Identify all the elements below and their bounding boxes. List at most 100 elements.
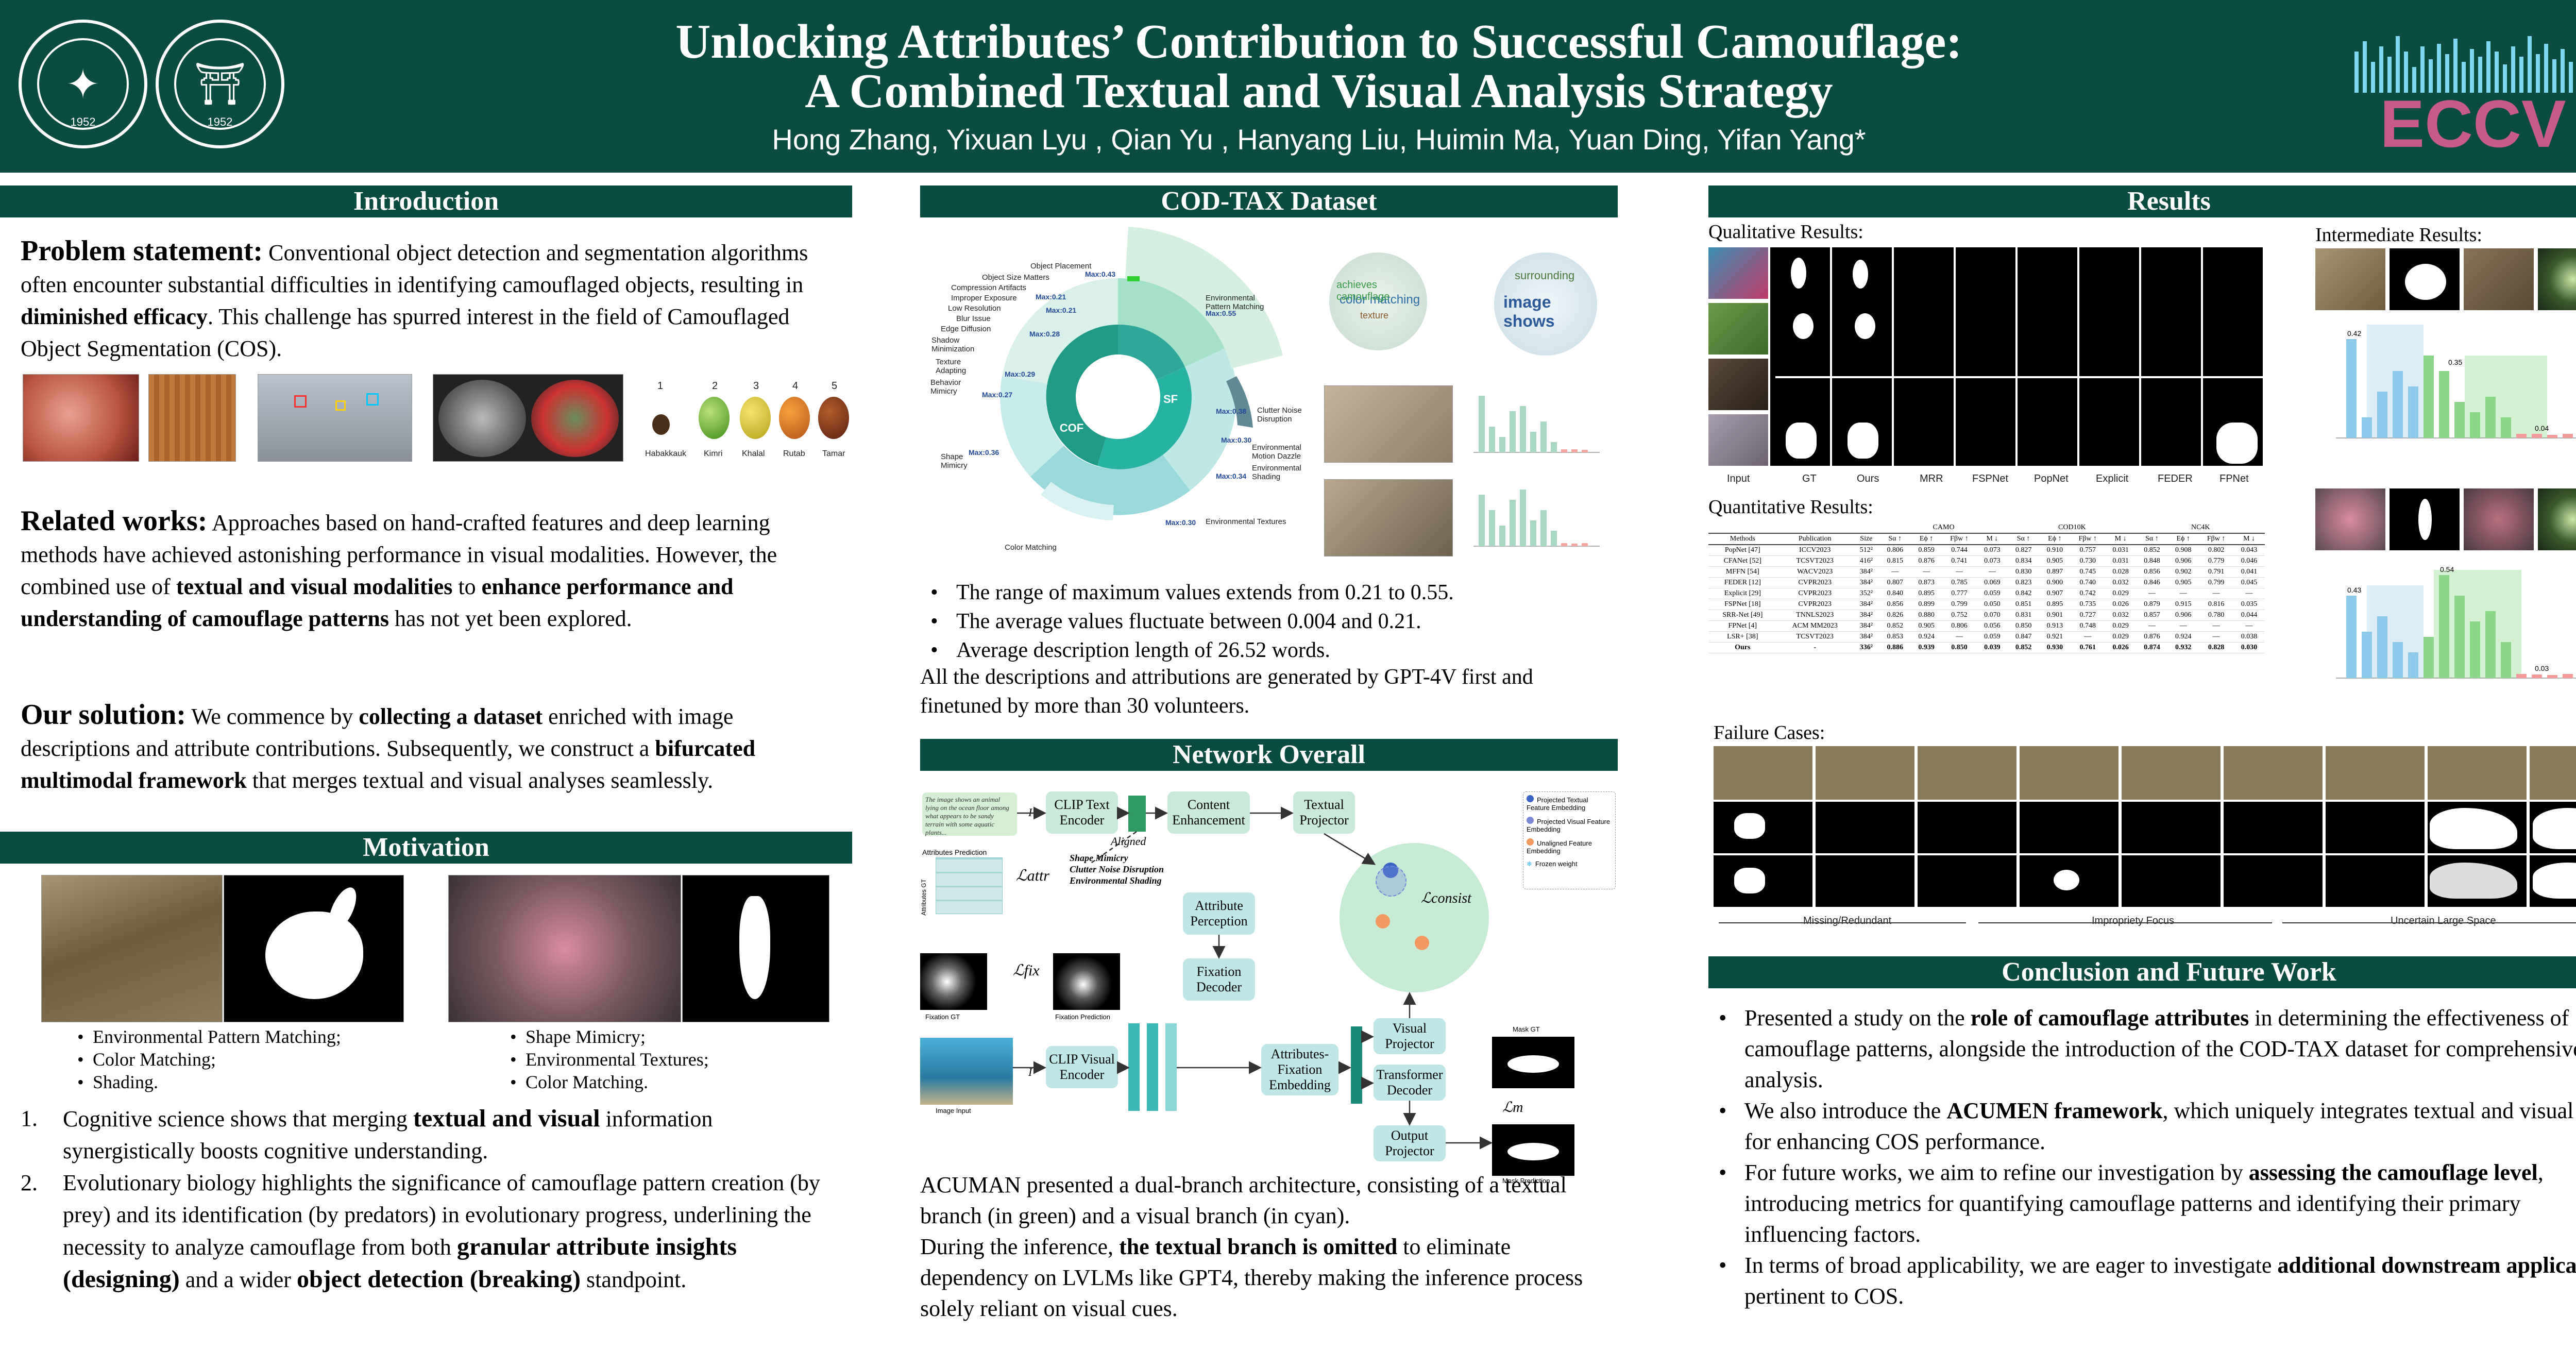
input-symbol: I (1028, 806, 1032, 819)
seahorse-photo (448, 875, 681, 1022)
table-cell: 0.029 (2105, 588, 2137, 599)
sunburst-max-value: Max:0.30 (1165, 518, 1196, 527)
fruit-label: Rutab (783, 449, 805, 458)
sunburst-attr-label: Environmental Pattern Matching (1206, 294, 1264, 311)
sunburst-label-sf: SF (1163, 393, 1178, 406)
table-cell: 0.032 (2105, 610, 2137, 621)
table-cell: WACV2023 (1776, 566, 1853, 578)
conclusion-item-3: For future works, we aim to refine our i… (1708, 1157, 2576, 1250)
intermediate-chart-2: 0.43 0.54 0.03 (2336, 565, 2576, 679)
conclusion-heading: Conclusion and Future Work (1708, 956, 2576, 988)
table-cell: 0.876 (1910, 555, 1942, 567)
seahorse-mask (682, 875, 829, 1022)
table-cell: 0.785 (1942, 577, 1977, 588)
table-cell: 0.069 (1976, 577, 2008, 588)
table-cell: — (2136, 620, 2168, 632)
table-cell: 0.748 (2070, 620, 2105, 632)
table-cell: 0.847 (2008, 631, 2039, 643)
table-cell: 0.853 (1879, 631, 1911, 643)
rabbit-photo (41, 875, 223, 1022)
table-cell: FEDER [12] (1708, 577, 1777, 588)
qual-col-label: GT (1802, 473, 1817, 484)
table-cell: 336² (1853, 642, 1879, 653)
sunburst-attr-label: Color Matching (1005, 543, 1057, 552)
table-cell: — (1976, 566, 2008, 578)
table-cell: — (1942, 631, 1977, 643)
table-cell: 0.901 (2039, 610, 2071, 621)
poster-title-line2: A Combined Textual and Visual Analysis S… (805, 64, 1833, 118)
table-header-cell: Publication (1776, 533, 1853, 545)
table-cell: 0.830 (2008, 566, 2039, 578)
motivation-point-2: 2.Evolutionary biology highlights the si… (21, 1170, 820, 1293)
sunburst-attr-label: Texture Adapting (936, 358, 967, 375)
qual-col-label: Input (1727, 473, 1750, 484)
sunburst-max-value: Max:0.43 (1085, 270, 1116, 278)
table-cell: 0.056 (1976, 620, 2008, 632)
table-cell: 0.852 (1879, 620, 1911, 632)
attributes-prediction-label: Attributes Prediction (922, 848, 987, 856)
content-enhancement: Content Enhancement (1167, 791, 1250, 834)
tripod-vessel-icon: ⛩ (194, 60, 246, 108)
table-cell: 384² (1853, 620, 1879, 632)
fruit-habakkauk (652, 414, 670, 435)
table-cell: TCSVT2023 (1776, 555, 1853, 567)
failure-cases-label: Failure Cases: (1714, 722, 1825, 744)
dataset-cod10k: COD10K (2008, 522, 2137, 534)
attributes-gt-label: Attributes GT (920, 879, 927, 916)
detection-box (294, 395, 307, 408)
table-cell: 0.757 (2070, 545, 2105, 556)
table-cell: — (2167, 620, 2199, 632)
sunburst-attr-label: Object Size Matters (982, 273, 1049, 282)
snowflake-icon: ❄ (1527, 860, 1532, 868)
quantitative-label: Quantitative Results: (1708, 496, 1873, 518)
endoscopy-image (23, 374, 139, 462)
inter-value: 0.43 (2347, 586, 2361, 594)
table-cell: 0.842 (2008, 588, 2039, 599)
table-cell: 0.924 (2167, 631, 2199, 643)
sunburst-attr-label: Low Resolution (948, 304, 1001, 313)
table-cell: 0.050 (1976, 599, 2008, 610)
table-cell: 0.035 (2233, 599, 2265, 610)
table-cell: 0.834 (2008, 555, 2039, 567)
qualitative-grid (1708, 247, 2265, 469)
table-cell: 0.895 (1910, 588, 1942, 599)
dataset-stats: The range of maximum values extends from… (920, 578, 1611, 665)
qual-col-label: Explicit (2096, 473, 2129, 484)
table-cell: 0.823 (2008, 577, 2039, 588)
table-cell: 0.780 (2199, 610, 2234, 621)
table-cell: 0.026 (2105, 642, 2137, 653)
table-cell: 0.038 (2233, 631, 2265, 643)
qual-col-label: Ours (1857, 473, 1879, 484)
table-cell: 0.848 (2136, 555, 2168, 567)
table-cell: 0.044 (2233, 610, 2265, 621)
lung-ct-image (433, 374, 623, 462)
table-cell: — (2199, 620, 2234, 632)
table-cell: 0.059 (1976, 631, 2008, 643)
sunburst-max-value: Max:0.21 (1036, 293, 1066, 301)
dataset-attribute-bar-chart-2 (1473, 490, 1600, 547)
table-cell: 0.745 (2070, 566, 2105, 578)
fruit-label: Kimri (704, 449, 723, 458)
table-cell: 0.905 (2039, 555, 2071, 567)
motivation-point-1: 1.Cognitive science shows that merging t… (21, 1105, 713, 1163)
table-cell: CVPR2023 (1776, 577, 1853, 588)
attribute-sunburst-chart: IQF SF COF (1000, 227, 1283, 520)
table-cell: 0.932 (2167, 642, 2199, 653)
table-cell: 0.899 (1910, 599, 1942, 610)
table-cell: 0.879 (2136, 599, 2168, 610)
table-cell: 0.031 (2105, 555, 2137, 567)
table-cell: — (2136, 588, 2168, 599)
sunburst-max-value: Max:0.36 (969, 448, 999, 457)
wordcloud-word: texture (1360, 310, 1389, 320)
table-cell: CVPR2023 (1776, 588, 1853, 599)
wordcloud-word: achieves camouflage (1336, 279, 1390, 302)
fruit-number: 1 (657, 380, 664, 392)
fruit-number: 2 (712, 380, 718, 392)
logo-year-right: 1952 (207, 115, 233, 128)
table-header-cell: M ↓ (2105, 533, 2137, 545)
table-cell: 0.910 (2039, 545, 2071, 556)
table-cell: 0.070 (1976, 610, 2008, 621)
